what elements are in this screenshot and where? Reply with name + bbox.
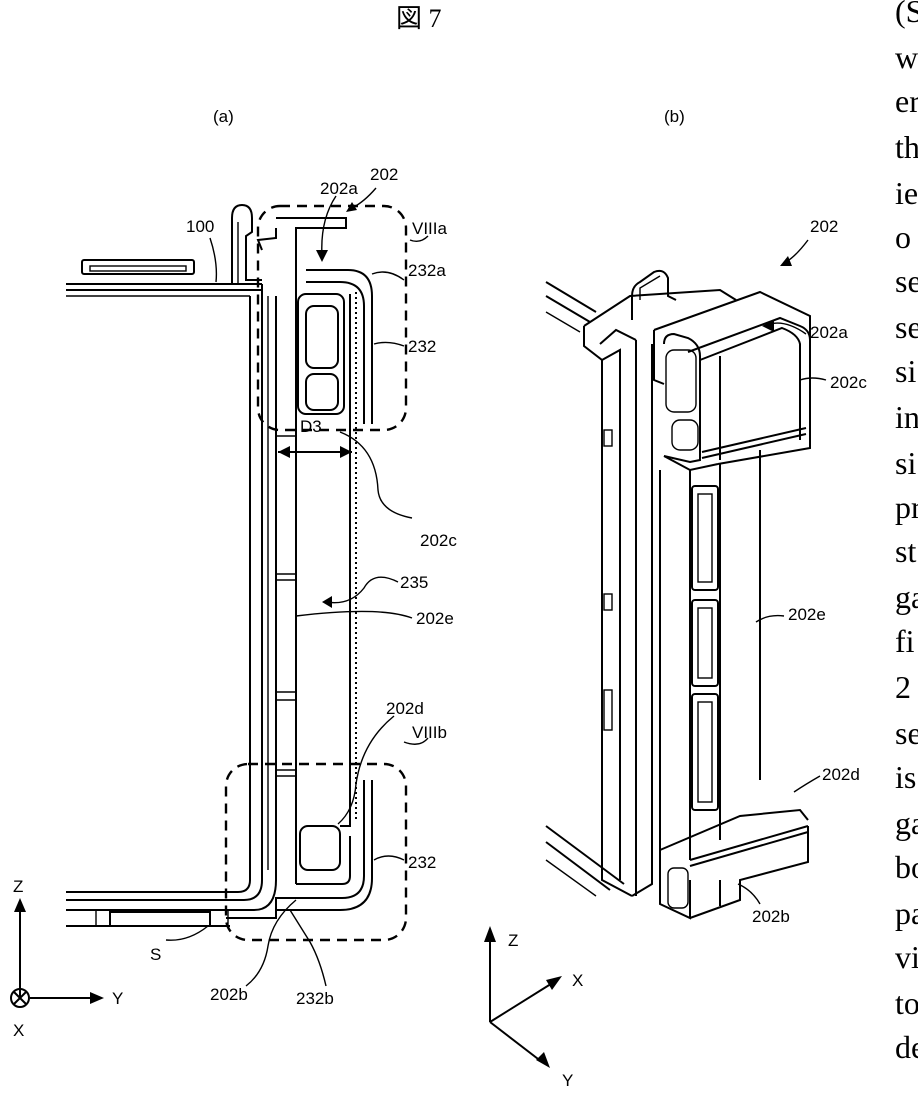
- label-235: 235: [400, 573, 428, 592]
- side-text-line: si: [895, 353, 916, 389]
- container-wall-drawing: [66, 284, 276, 926]
- side-text-line: vi: [895, 939, 918, 975]
- frame-202d-drawing: [660, 810, 808, 918]
- label-s: S: [150, 945, 161, 964]
- label-d3: D3: [300, 417, 322, 436]
- side-text-column: (S w er th ie o se se si in si pr st ga fi 2 se is ga bo pa v…: [895, 0, 918, 1065]
- axes-a: [11, 898, 104, 1007]
- panel-b-label: (b): [664, 107, 685, 126]
- axis-b-x-label: X: [572, 971, 583, 990]
- label-232-top: 232: [408, 337, 436, 356]
- label-b-202e: 202e: [788, 605, 826, 624]
- panel-a: (a): [11, 107, 457, 1040]
- side-text-line: ga: [895, 579, 918, 615]
- axis-b-z-label: Z: [508, 931, 518, 950]
- label-202: 202: [370, 165, 398, 184]
- axes-b: [484, 926, 562, 1068]
- frame-202-bottom-drawing: [226, 770, 372, 918]
- side-text-line: se: [895, 715, 918, 751]
- label-b-202c: 202c: [830, 373, 867, 392]
- label-232b: 232b: [296, 989, 334, 1008]
- panel-a-label: (a): [213, 107, 234, 126]
- dimension-d3-arrow: [278, 446, 352, 458]
- side-text-line: pr: [895, 489, 918, 525]
- axis-a-z-label: Z: [13, 877, 23, 896]
- label-202b: 202b: [210, 985, 248, 1004]
- side-text-line: bo: [895, 849, 918, 885]
- axis-a-y-label: Y: [112, 989, 123, 1008]
- side-text-line: to: [895, 985, 918, 1021]
- side-text-line: ga: [895, 805, 918, 841]
- label-b-202a: 202a: [810, 323, 848, 342]
- detail-region-viiib: [226, 764, 406, 940]
- frame-202e-b-drawing: [660, 450, 760, 860]
- frame-202c-drawing: [654, 292, 810, 470]
- label-202a: 202a: [320, 179, 358, 198]
- label-viiia: VIIIa: [412, 219, 448, 238]
- label-100: 100: [186, 217, 214, 236]
- side-text-line: st: [895, 533, 916, 569]
- side-text-line: in: [895, 399, 918, 435]
- label-202d: 202d: [386, 699, 424, 718]
- side-text-line: si: [895, 445, 916, 481]
- side-text-line: w: [895, 39, 918, 75]
- label-b-202b: 202b: [752, 907, 790, 926]
- figure-title: 図 7: [396, 4, 442, 33]
- label-b-202: 202: [810, 217, 838, 236]
- side-text-line: fi: [895, 623, 915, 659]
- side-text-line: pa: [895, 895, 918, 931]
- panel-b: (b): [484, 107, 867, 1090]
- label-232-bottom: 232: [408, 853, 436, 872]
- side-text-line: is: [895, 759, 916, 795]
- side-text-line: o: [895, 219, 911, 255]
- side-text-line: (S: [895, 0, 918, 29]
- side-text-line: ie: [895, 175, 918, 211]
- label-202c: 202c: [420, 531, 457, 550]
- label-viiib: VIIIb: [412, 723, 447, 742]
- side-text-line: er: [895, 83, 918, 119]
- background-rails-drawing: [546, 282, 624, 896]
- label-202e: 202e: [416, 609, 454, 628]
- side-text-line: se: [895, 263, 918, 299]
- label-232a: 232a: [408, 261, 446, 280]
- side-text-line: de: [895, 1029, 918, 1065]
- side-text-line: 2: [895, 669, 911, 705]
- axis-a-x-label: X: [13, 1021, 24, 1040]
- detail-region-viiia: [258, 206, 406, 430]
- label-b-202d: 202d: [822, 765, 860, 784]
- side-text-line: th: [895, 129, 918, 165]
- axis-b-y-label: Y: [562, 1071, 573, 1090]
- side-text-line: se: [895, 309, 918, 345]
